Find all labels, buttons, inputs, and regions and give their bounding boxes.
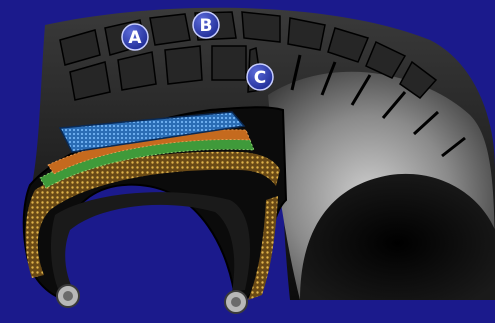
label-marker-b: B xyxy=(193,12,219,38)
bead-left xyxy=(57,285,79,307)
bead-right xyxy=(225,291,247,313)
label-marker-c: C xyxy=(247,64,273,90)
label-a-text: A xyxy=(128,28,142,48)
label-b-text: B xyxy=(200,16,213,36)
label-marker-a: A xyxy=(122,24,148,50)
label-c-text: C xyxy=(254,68,266,88)
